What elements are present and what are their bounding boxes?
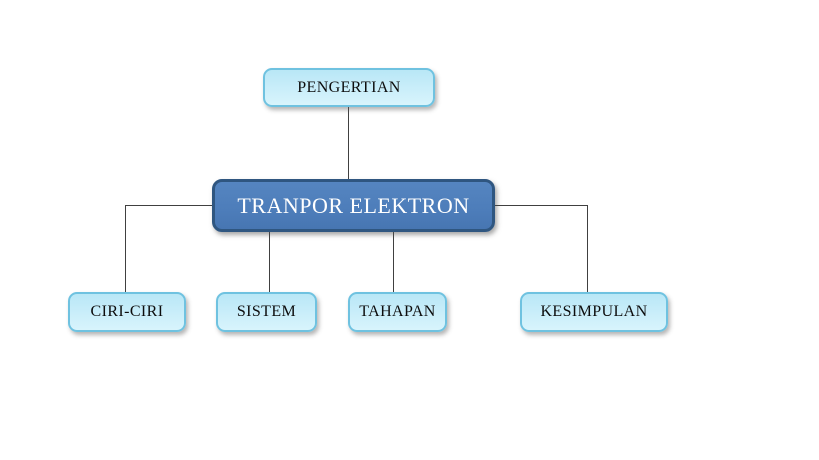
connector-pengertian-root (348, 107, 349, 179)
connector-root-kesimpulan-vertical (587, 205, 588, 292)
node-tahapan: TAHAPAN (348, 292, 447, 332)
node-kesimpulan: KESIMPULAN (520, 292, 668, 332)
connector-root-ciri-ciri-vertical (125, 205, 126, 292)
connector-root-ciri-ciri-horizontal (125, 205, 212, 206)
node-pengertian: PENGERTIAN (263, 68, 435, 107)
node-sistem: SISTEM (216, 292, 317, 332)
node-ciri-ciri: CIRI-CIRI (68, 292, 186, 332)
connector-root-tahapan (393, 232, 394, 292)
connector-root-kesimpulan-horizontal (495, 205, 587, 206)
node-tranpor-elektron: TRANPOR ELEKTRON (212, 179, 495, 232)
connector-root-sistem (269, 232, 270, 292)
